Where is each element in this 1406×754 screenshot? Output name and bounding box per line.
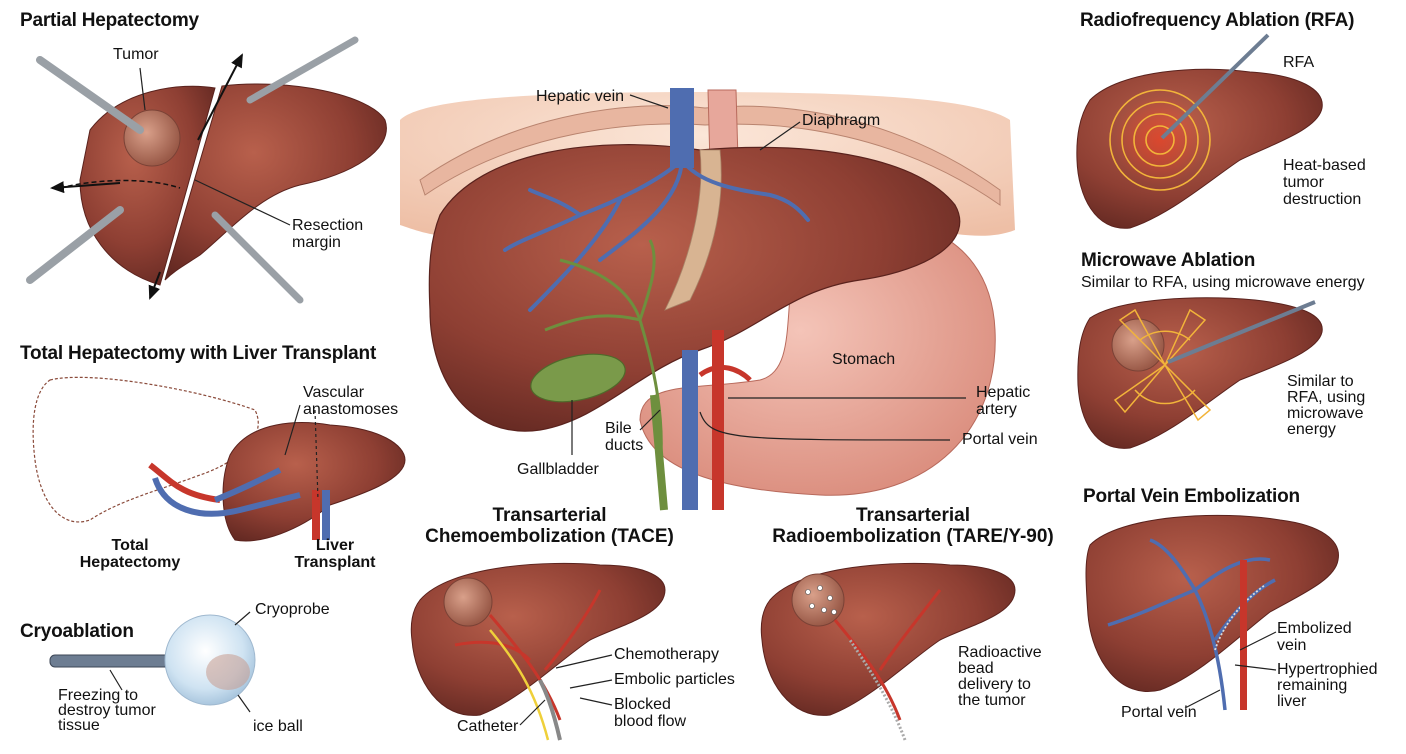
tace-title: Transarterial Chemoembolization (TACE) [425, 505, 674, 547]
total-hepatectomy-label: Total Hepatectomy [79, 537, 181, 571]
falciform-ligament [664, 149, 722, 311]
portal-vein-trunk [682, 350, 698, 510]
resection-margin-label: Resection margin [292, 217, 364, 251]
total-hepatectomy-illustration [32, 376, 406, 542]
hypertrophied-label: Hypertrophied remaining liver [1277, 661, 1378, 710]
hepatic-artery-label: Hepatic artery [976, 384, 1031, 418]
partial-tumor [123, 109, 181, 167]
microwave-title: Microwave Ablation [1081, 250, 1256, 271]
pve-portal-vein-label: Portal vein [1121, 704, 1197, 721]
microwave-description: Similar to RFA, using microwave energy [1287, 373, 1366, 438]
catheter-label: Catheter [457, 718, 519, 735]
chemotherapy-label: Chemotherapy [614, 646, 719, 663]
hepatic-vein-label: Hepatic vein [536, 88, 625, 105]
center-anatomy [400, 88, 1015, 511]
hepatic-artery-trunk [712, 330, 724, 510]
microwave-illustration [1077, 297, 1323, 449]
tare-illustration [760, 562, 1016, 741]
total-hepatectomy-title: Total Hepatectomy with Liver Transplant [20, 343, 377, 364]
pve-illustration [1085, 514, 1339, 711]
tare-title: Transarterial Radioembolization (TARE/Y-… [772, 505, 1054, 547]
embolized-vein-label: Embolized vein [1277, 620, 1352, 654]
ice-ball-label: ice ball [253, 718, 303, 735]
diaphragm-label: Diaphragm [802, 112, 881, 129]
gallbladder-label: Gallbladder [517, 461, 599, 478]
rfa-description: Heat-based tumor destruction [1283, 157, 1366, 208]
stomach-shape [639, 220, 996, 496]
portal-vein-center-label: Portal vein [962, 431, 1038, 448]
liver-transplant-label: Liver Transplant [294, 537, 376, 571]
partial-hepatectomy-title: Partial Hepatectomy [20, 10, 199, 31]
pve-title: Portal Vein Embolization [1083, 486, 1300, 507]
tumor-label: Tumor [113, 46, 159, 63]
partial-liver-right [164, 83, 387, 281]
blocked-blood-flow-label: Blocked blood flow [614, 696, 687, 730]
removed-liver-outline [32, 376, 259, 523]
cryoablation-illustration [49, 611, 256, 713]
microwave-subtitle: Similar to RFA, using microwave energy [1081, 274, 1365, 291]
cryoablation-title: Cryoablation [20, 621, 134, 642]
rfa-title: Radiofrequency Ablation (RFA) [1080, 10, 1355, 31]
tare-description: Radioactive bead delivery to the tumor [958, 644, 1042, 709]
mwa-liver [1077, 297, 1323, 449]
pve-liver [1085, 514, 1339, 692]
bile-ducts-label: Bile ducts [605, 420, 644, 454]
cryoprobe-label: Cryoprobe [255, 601, 330, 618]
stomach-label: Stomach [832, 351, 896, 368]
main-gallbladder [530, 353, 626, 403]
rfa-label: RFA [1283, 54, 1315, 71]
diaphragm [419, 105, 1001, 206]
partial-liver-left [79, 85, 216, 286]
freezing-label: Freezing to destroy tumor tissue [58, 687, 156, 734]
embolic-particles-label: Embolic particles [614, 671, 735, 688]
tace-illustration [410, 562, 666, 741]
partial-hepatectomy-illustration [26, 36, 387, 304]
vascular-anastomoses-label: Vascular anastomoses [303, 384, 399, 418]
rfa-illustration [1076, 33, 1323, 229]
